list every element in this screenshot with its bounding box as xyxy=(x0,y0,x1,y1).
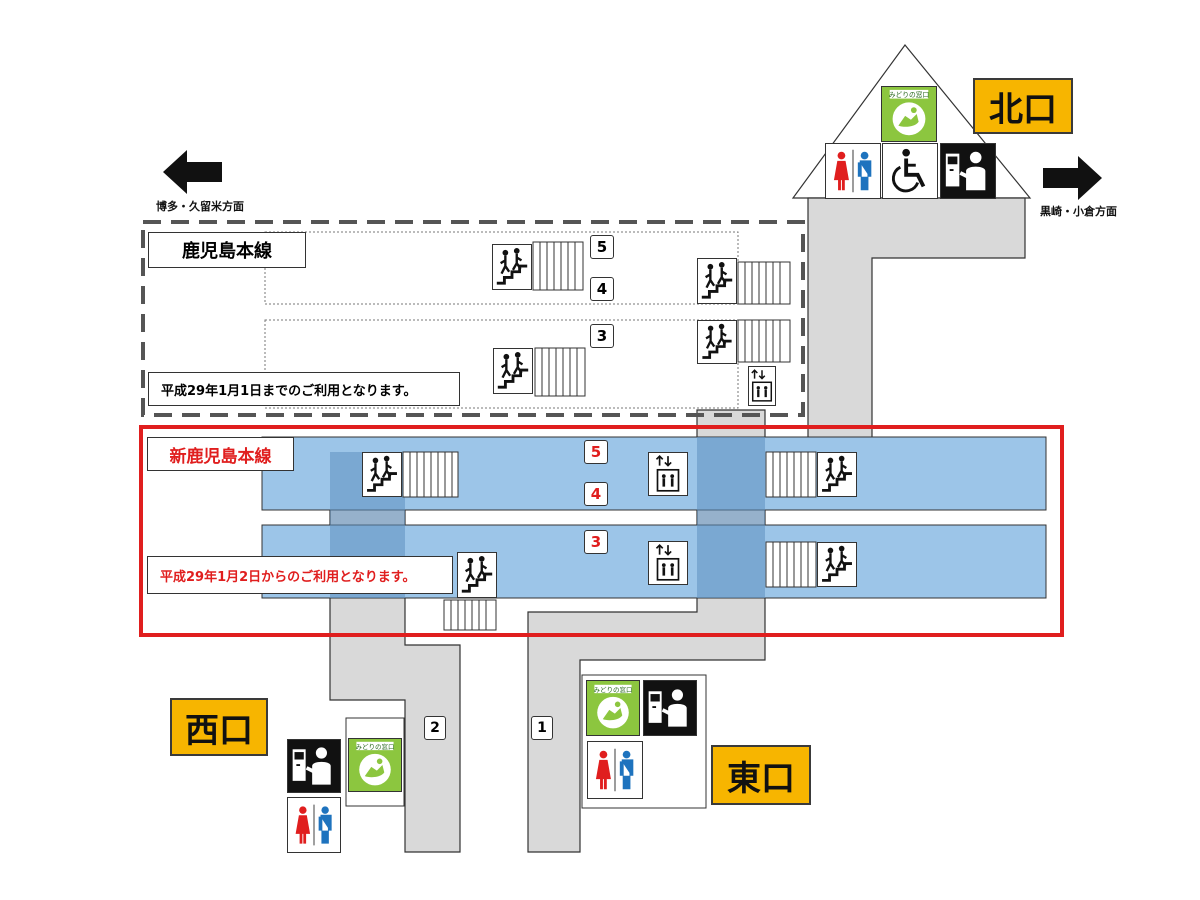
old-line-frame xyxy=(141,220,805,417)
old-platform-number-3: 3 xyxy=(590,324,614,348)
stairs-icon xyxy=(817,452,857,497)
west-direction-label: 博多・久留米方面 xyxy=(156,200,244,213)
midori-icon-text: みどりの窓口 xyxy=(594,685,633,694)
east-exit-label: 東口 xyxy=(711,745,811,805)
elevator-icon xyxy=(748,366,776,406)
restroom-icon xyxy=(825,143,881,199)
stairs-icon xyxy=(362,452,402,497)
new-stair-lines xyxy=(409,452,809,630)
east-overlay xyxy=(697,437,765,598)
midori-ticket-office-icon: みどりの窓口 xyxy=(881,86,937,142)
old-platform-number-4: 4 xyxy=(590,277,614,301)
exit-number-1: 1 xyxy=(531,716,553,740)
stairs-icon xyxy=(493,348,533,394)
new-platform-number-5: 5 xyxy=(584,440,608,464)
north-corridor xyxy=(807,197,1026,441)
midori-ticket-office-icon: みどりの窓口 xyxy=(586,680,640,736)
north-exit-label: 北口 xyxy=(973,78,1073,134)
stairs-icon xyxy=(457,552,497,598)
elevator-icon xyxy=(648,541,688,585)
old-line-label: 鹿児島本線 xyxy=(148,232,306,268)
old-line-notice: 平成29年1月1日までのご利用となります。 xyxy=(148,372,460,406)
new-platform-number-4: 4 xyxy=(584,482,608,506)
east-direction-label: 黒崎・小倉方面 xyxy=(1040,205,1117,218)
stairs-icon xyxy=(817,542,857,587)
new-line-notice: 平成29年1月2日からのご利用となります。 xyxy=(147,556,453,594)
west-exit-label: 西口 xyxy=(170,698,268,756)
elevator-icon xyxy=(648,452,688,496)
old-stairs xyxy=(532,241,791,397)
restroom-icon xyxy=(287,797,341,853)
new-platform-number-3: 3 xyxy=(584,530,608,554)
midori-icon-text: みどりの窓口 xyxy=(356,742,395,751)
restroom-icon xyxy=(587,741,643,799)
ticket-machine-icon xyxy=(643,680,697,736)
midori-ticket-office-icon: みどりの窓口 xyxy=(348,738,402,792)
stairs-icon xyxy=(492,244,532,290)
old-stair-lines xyxy=(539,242,781,396)
east-arrow xyxy=(1043,156,1102,200)
old-platform-number-5: 5 xyxy=(590,235,614,259)
ticket-machine-icon xyxy=(940,143,996,199)
new-line-frame xyxy=(139,425,1064,637)
stairs-icon xyxy=(697,320,737,364)
stairs-icon xyxy=(697,258,737,304)
wheelchair-icon xyxy=(882,143,938,199)
west-arrow xyxy=(163,150,222,194)
ticket-machine-icon xyxy=(287,739,341,793)
midori-icon-text: みどりの窓口 xyxy=(889,90,930,99)
exit-number-2: 2 xyxy=(424,716,446,740)
new-line-label: 新鹿児島本線 xyxy=(147,437,294,471)
